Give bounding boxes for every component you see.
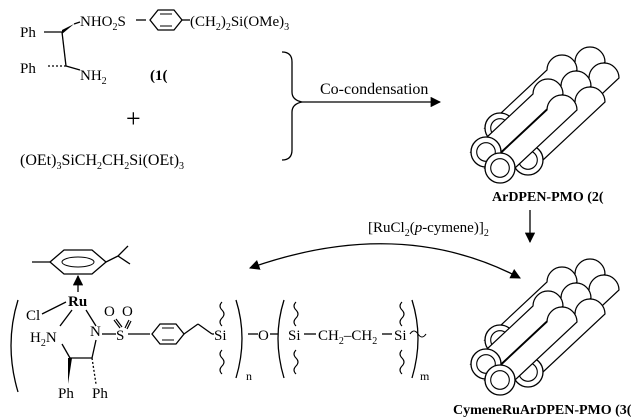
pmo-3-channels xyxy=(469,258,620,396)
cl-atom: Cl xyxy=(26,308,40,324)
si-atom-3: Si xyxy=(394,328,407,344)
s-o-double-bond xyxy=(124,319,130,329)
isopropyl-bond xyxy=(105,255,119,263)
bond xyxy=(61,343,71,359)
wavy-bond xyxy=(293,301,299,327)
reactant-1-structure: Ph NHO2S (CH2)2Si(OMe)3 Ph NH2 (1( xyxy=(20,9,289,87)
wedge-bond xyxy=(68,358,72,384)
sulfonyl-oxygen-right: O xyxy=(122,304,133,320)
channel-pore xyxy=(490,158,510,178)
channel-tube-body xyxy=(483,306,578,381)
phenyl-label-top: Ph xyxy=(20,25,36,41)
s-o-double-bond xyxy=(126,320,132,330)
isopropyl-bond xyxy=(117,245,129,257)
bond xyxy=(73,21,81,25)
ru-cl-bond xyxy=(41,301,67,315)
channel-tube-body xyxy=(469,78,564,153)
channel-pore xyxy=(490,370,510,390)
aryl-ring xyxy=(151,323,185,345)
bond xyxy=(61,31,67,67)
compound-1-number: (1( xyxy=(150,68,168,84)
s-o-double-bond xyxy=(113,319,121,329)
s-o-double-bond xyxy=(115,318,123,328)
ethyl-bond xyxy=(183,323,199,335)
channel-tube-body xyxy=(469,290,564,365)
si-atom-2: Si xyxy=(288,328,301,344)
bond xyxy=(91,339,97,359)
channel-tube-body xyxy=(483,266,578,341)
wavy-bond xyxy=(293,349,299,375)
ru-atom: Ru xyxy=(68,294,87,310)
product-3-label: CymeneRuArDPEN-PMO (3( xyxy=(453,403,632,418)
curly-brace xyxy=(281,51,303,161)
reactant-2-formula: (OEt)3SiCH2CH2Si(OEt)3 xyxy=(20,152,184,172)
parenthesis-n-close xyxy=(235,299,243,379)
bond xyxy=(65,65,81,71)
ru-reagent-label: [RuCl2(p-cymene)]2 xyxy=(368,220,489,239)
n-atom: N xyxy=(90,324,101,340)
h2n-label: H2N xyxy=(30,330,57,349)
amine-label: NH2 xyxy=(80,68,107,87)
repeat-n: n xyxy=(246,369,252,383)
co-condensation-label: Co-condensation xyxy=(320,81,428,98)
alkyl-silane-chain: (CH2)2Si(OMe)3 xyxy=(190,14,289,33)
product-2-label: ArDPEN-PMO (2( xyxy=(492,190,604,205)
parenthesis-m-open xyxy=(277,299,285,379)
ru-n-bond xyxy=(85,309,97,327)
cymene-ring xyxy=(49,249,107,275)
phenyl-label-left: Ph xyxy=(58,386,74,402)
benzene-ring xyxy=(149,9,183,31)
wavy-bond xyxy=(219,301,225,327)
wavy-bond xyxy=(399,349,405,375)
nh-so2-label: NHO2S xyxy=(80,14,126,33)
catalyst-structure: Ru Cl H2N N Ph Ph S O O Si n xyxy=(10,245,430,402)
wavy-bond xyxy=(399,301,405,327)
wavy-bond xyxy=(219,349,225,375)
repeat-m: m xyxy=(420,369,430,383)
pmo-2-channels xyxy=(469,46,620,184)
isopropyl-bond xyxy=(117,255,131,265)
ethylene-bridge: CH2–CH2 xyxy=(318,328,377,347)
cymene-aromatic-circle xyxy=(61,256,95,268)
bridging-oxygen: O xyxy=(258,328,269,344)
hashed-bond xyxy=(91,357,97,385)
phenyl-label-right: Ph xyxy=(92,386,108,402)
anchoring-arrow xyxy=(249,243,521,279)
s-atom: S xyxy=(116,328,124,344)
left-parenthesis xyxy=(10,299,19,393)
ethyl-bond xyxy=(197,323,213,335)
ru-n-bond xyxy=(59,309,73,327)
phenyl-label-bottom: Ph xyxy=(20,61,36,77)
parenthesis-m-close xyxy=(411,299,419,379)
si-atom-1: Si xyxy=(214,328,227,344)
wedge-bond xyxy=(62,24,74,34)
channel-tube-body xyxy=(483,54,578,129)
plus-sign: + xyxy=(126,104,141,133)
channel-tube-body xyxy=(483,94,578,169)
sulfonyl-oxygen-left: O xyxy=(104,304,115,320)
